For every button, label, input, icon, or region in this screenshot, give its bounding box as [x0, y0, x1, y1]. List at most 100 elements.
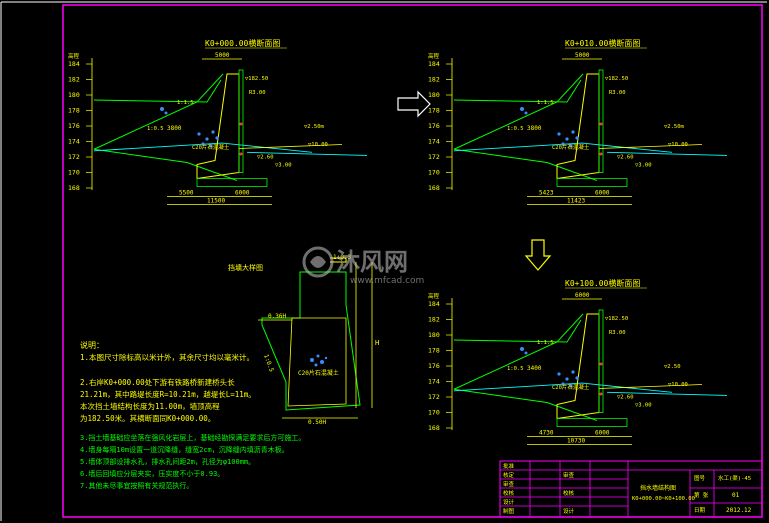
bank-line [453, 319, 582, 343]
drawing-title-line-1: 挡水墙结构图 [640, 484, 676, 492]
wall-foundation [556, 418, 628, 427]
watermark-name: 沐风网 [336, 248, 408, 276]
elevation-annotation: ▽3.00 [275, 163, 292, 169]
dimension-label: 6000 [595, 430, 610, 437]
dimension-label: 5000 [215, 52, 230, 59]
note-line: 3.挡土墙基础应坐落在强风化岩层上，基础经勘探满足要求后方可施工。 [80, 433, 305, 442]
riverbed-line [606, 151, 728, 156]
elevation-annotation: ▽10.00 [668, 142, 688, 148]
elevation-tick-label: 182 [428, 316, 440, 324]
detail-label-slope: 1:0.5 [262, 353, 275, 373]
concrete-hatch-dot [561, 382, 565, 386]
sheet-number: 01 [732, 492, 740, 499]
elevation-tick-label: 180 [428, 91, 440, 99]
water-level-line [453, 142, 673, 153]
radius-annotation: R3.00 [609, 330, 626, 336]
title-block-role: 设计 [503, 498, 515, 506]
dimension-label: 5423 [539, 190, 554, 197]
elevation-tick-label: 184 [428, 60, 440, 68]
excavation-base-line [453, 148, 598, 181]
elevation-annotation: ▽3.00 [635, 403, 652, 409]
note-line: 本次挡土墙结构长度为11.00m，墙顶高程 [80, 401, 220, 411]
dimension-label: 3400 [527, 365, 542, 372]
soil-hatch-dot [520, 107, 524, 111]
elevation-tick-label: 170 [428, 169, 440, 177]
elevation-annotation: ▽2.50m [304, 124, 325, 130]
riverbed-protection-line [238, 144, 343, 149]
elevation-annotation: ▽10.00 [308, 142, 328, 148]
slope-annotation: 1:1.5 [537, 340, 554, 346]
concrete-hatch-dot [211, 130, 215, 134]
date-label: 日期 [694, 507, 706, 514]
concrete-hatch-dot [209, 144, 213, 148]
title-block-role: 核定 [503, 471, 515, 479]
cross-section-k0-000: K0+000.00横断面图高程1841821801781761741721701… [68, 38, 368, 205]
note-line: 2.右岸K0+000.00处下游有铁路桥新建桥头长 [80, 377, 235, 387]
concrete-hatch-dot [557, 372, 561, 376]
excavation-line [453, 73, 584, 150]
material-annotation: C20片石混凝土 [192, 143, 230, 151]
concrete-hatch-dot [561, 142, 565, 146]
note-line: 5.墙体顶部设排水孔，排水孔间距2m，孔径为φ100mm。 [80, 457, 255, 466]
water-level-line [453, 382, 673, 393]
elevation-tick-label: 174 [428, 138, 440, 146]
soil-hatch-dot [164, 111, 168, 115]
dimension-label: 4730 [539, 430, 554, 437]
note-line: 4.墙身每隔10m设置一道沉降缝，缝宽2cm，沉降缝内填沥青木板。 [80, 445, 289, 454]
bank-line [453, 79, 582, 103]
material-annotation: C20片石混凝土 [552, 143, 590, 151]
riverbed-protection-line [598, 144, 703, 149]
note-line: 6.墙后回填应分层夹实，压实度不小于0.93。 [80, 469, 224, 478]
elevation-tick-label: 168 [68, 184, 80, 192]
dimension-label: 11423 [567, 198, 585, 205]
axis-unit-label: 高程 [428, 292, 440, 300]
retaining-wall-outline [556, 73, 600, 180]
dimension-label: 3800 [167, 125, 182, 132]
radius-annotation: R3.00 [609, 90, 626, 96]
concrete-hatch-dot [569, 384, 573, 388]
cross-section-k0-010: K0+010.00横断面图高程1841821801781761741721701… [428, 38, 728, 205]
concrete-hatch-dot [575, 376, 579, 380]
note-line: 为182.50米。其横断面同K0+000.00。 [80, 413, 215, 423]
material-annotation: C20片石混凝土 [552, 383, 590, 391]
elevation-annotation: ▽2.60 [257, 155, 274, 161]
slope-annotation: 1:0.5 [507, 366, 524, 372]
soil-hatch-dot [524, 351, 528, 355]
title-block-role-value: 校核 [563, 489, 575, 497]
elevation-annotation: ▽10.00 [668, 382, 688, 388]
concrete-hatch-dot [565, 377, 569, 381]
drawing-no-label: 图号 [694, 474, 706, 482]
title-block: 批准 核定 审查 校核 设计 制图 审查 校核 设计 挡水墙结构图 K0+000… [499, 460, 763, 518]
wall-face [598, 69, 604, 173]
arrow-down-icon [524, 239, 552, 271]
elevation-tick-label: 174 [68, 138, 80, 146]
elevation-tick-label: 168 [428, 184, 440, 192]
slope-annotation: 1:1.5 [177, 100, 194, 106]
wall-foundation [196, 178, 268, 187]
elevation-annotation: ▽182.50 [605, 76, 628, 82]
wall-face [598, 309, 604, 413]
dimension-label: 6000 [595, 190, 610, 197]
concrete-hatch-dot [565, 137, 569, 141]
elevation-tick-label: 182 [428, 76, 440, 84]
elevation-tick-label: 176 [428, 122, 440, 130]
section-title: K0+010.00横断面图 [565, 38, 640, 48]
elevation-tick-label: 172 [428, 153, 440, 161]
concrete-hatch-dot [215, 136, 219, 140]
elevation-annotation: ▽2.50 [664, 364, 681, 370]
detail-label-top-width: 0.36H [268, 313, 286, 320]
elevation-tick-label: 170 [428, 409, 440, 417]
cross-section-k0-100: K0+100.00横断面图高程1841821801781761741721701… [428, 278, 728, 445]
drain-hole-mark [599, 122, 603, 126]
riverbed-protection-line [598, 384, 703, 389]
note-line: 7.其他未尽事宜按照有关规范执行。 [80, 481, 193, 490]
design-notes: 说明： 1.本图尺寸除标高以米计外，其余尺寸均以毫米计。 2.右岸K0+000.… [80, 340, 305, 490]
elevation-tick-label: 184 [68, 60, 80, 68]
watermark-url: www.mfcad.com [350, 276, 424, 286]
elevation-annotation: ▽182.50 [245, 76, 268, 82]
excavation-base-line [93, 148, 238, 181]
elevation-annotation: ▽2.60 [617, 395, 634, 401]
riverbed-line [606, 391, 728, 396]
bank-line [93, 79, 222, 103]
